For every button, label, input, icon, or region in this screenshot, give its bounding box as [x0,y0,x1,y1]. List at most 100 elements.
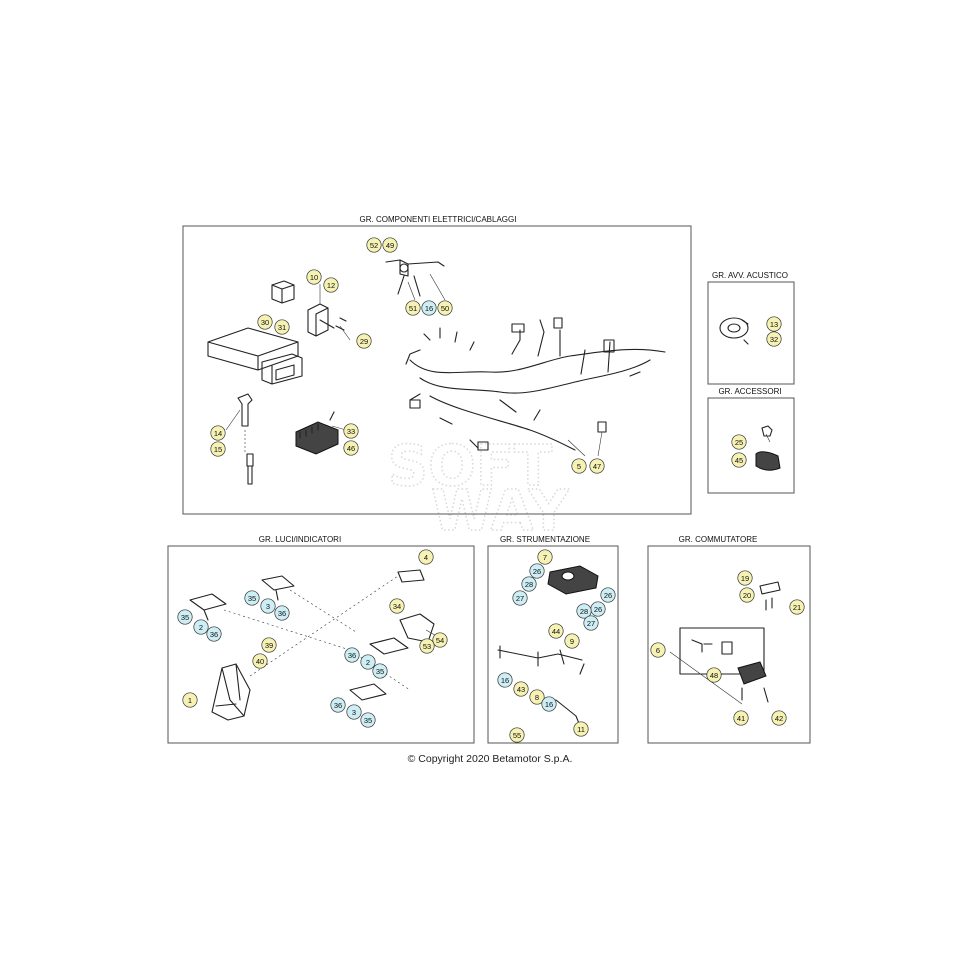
callout-label: 49 [386,241,394,250]
callout-label: 6 [656,646,660,655]
callout-36: 36 [330,697,346,713]
part-drawings [189,259,781,727]
callout-label: 28 [525,580,533,589]
callout-28: 28 [576,603,592,619]
callout-label: 19 [741,574,749,583]
callout-label: 46 [347,444,355,453]
wiring-harness-part [405,317,666,451]
callout-circle [360,712,376,728]
callout-label: 14 [214,429,222,438]
callout-2: 2 [193,619,209,635]
callout-circle [177,609,193,625]
callout-16: 16 [541,696,557,712]
callout-circle [405,300,421,316]
callout-circle [274,319,290,335]
frame-strumentazione [487,545,619,744]
callout-circle [260,598,276,614]
callout-label: 39 [265,641,273,650]
callout-circle [512,590,528,606]
callout-6: 6 [650,642,666,658]
callout-label: 42 [775,714,783,723]
callout-label: 36 [278,609,286,618]
callout-label: 31 [278,323,286,332]
callout-label: 47 [593,462,601,471]
callout-label: 35 [181,613,189,622]
callout-circle [244,590,260,606]
callout-circle [589,458,605,474]
callout-circle [306,269,322,285]
indicator-parts [189,569,435,701]
frame-avv-acustico [707,281,795,385]
callout-label: 12 [327,281,335,290]
callout-circle [733,710,749,726]
callout-label: 44 [552,627,560,636]
callout-circle [330,697,346,713]
headlight-part [211,663,251,721]
callout-label: 28 [580,607,588,616]
callout-27: 27 [512,590,528,606]
callout-circle [343,423,359,439]
callout-label: 43 [517,685,525,694]
callout-50: 50 [437,300,453,316]
group-frames [167,225,811,744]
callout-42: 42 [771,710,787,726]
callout-20: 20 [739,587,755,603]
callout-circle [252,653,268,669]
callout-circle [419,638,435,654]
callout-46: 46 [343,440,359,456]
callout-label: 13 [770,320,778,329]
title-commutatore: GR. COMMUTATORE [679,535,758,544]
callout-circle [382,237,398,253]
callout-circle [576,603,592,619]
callout-circle [509,727,525,743]
callout-label: 4 [424,553,428,562]
callout-circle [650,642,666,658]
callout-label: 40 [256,657,264,666]
callout-34: 34 [389,598,405,614]
watermark-line-2: WAY [431,479,570,544]
title-componenti-elettrici: GR. COMPONENTI ELETTRICI/CABLAGGI [360,215,517,224]
callout-circle [421,300,437,316]
callout-circle [541,696,557,712]
callout-41: 41 [733,710,749,726]
callout-16: 16 [497,672,513,688]
callout-27: 27 [583,615,599,631]
callout-label: 26 [533,567,541,576]
callout-label: 16 [501,676,509,685]
callout-26: 26 [529,563,545,579]
callout-label: 35 [364,716,372,725]
callout-label: 10 [310,273,318,282]
callout-30: 30 [257,314,273,330]
callout-10: 10 [306,269,322,285]
callout-32: 32 [766,331,782,347]
callout-label: 21 [793,603,801,612]
callout-circle [731,452,747,468]
callout-circle [600,587,616,603]
callout-circle [257,314,273,330]
callout-label: 52 [370,241,378,250]
callout-circle [571,458,587,474]
callout-label: 36 [334,701,342,710]
callout-circle [497,672,513,688]
callout-circle [529,563,545,579]
callout-circle [432,632,448,648]
callout-43: 43 [513,681,529,697]
callout-label: 2 [366,658,370,667]
callout-circle [737,570,753,586]
callout-label: 3 [352,708,356,717]
callout-label: 20 [743,591,751,600]
callout-51: 51 [405,300,421,316]
callout-2: 2 [360,654,376,670]
callout-28: 28 [521,576,537,592]
frame-luci-indicatori [167,545,475,744]
callout-36: 36 [344,647,360,663]
callout-label: 26 [594,605,602,614]
regulator-part [295,411,339,455]
callout-26: 26 [590,601,606,617]
callout-circle [418,549,434,565]
title-strumentazione: GR. STRUMENTAZIONE [500,535,590,544]
callout-circle [344,647,360,663]
callout-13: 13 [766,316,782,332]
title-accessori: GR. ACCESSORI [718,387,781,396]
